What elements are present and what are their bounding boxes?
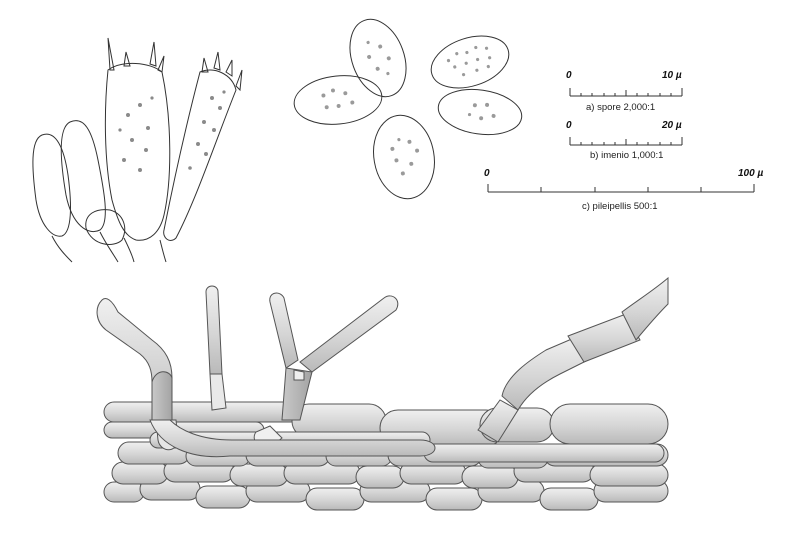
hymenium-group bbox=[32, 37, 243, 263]
sterigmata-large bbox=[107, 37, 165, 73]
basidium-slender-spots bbox=[188, 90, 226, 170]
scale-b-start: 0 bbox=[566, 120, 572, 131]
basidiole-3 bbox=[85, 209, 126, 245]
spore-5 bbox=[373, 114, 435, 200]
scale-c-caption: c) pileipellis 500:1 bbox=[582, 201, 658, 212]
erect-hypha-right bbox=[477, 276, 669, 443]
erect-hypha-middle bbox=[205, 285, 227, 411]
scale-bar-a: 0 10 µ a) spore 2,000:1 bbox=[566, 70, 683, 113]
sterigmata-slender bbox=[201, 51, 243, 92]
pileipellis-curved-hypha bbox=[149, 419, 436, 458]
scale-bar-c: 0 100 µ c) pileipellis 500:1 bbox=[484, 168, 763, 212]
scale-a-caption: a) spore 2,000:1 bbox=[586, 102, 655, 113]
pileipellis-group bbox=[96, 276, 669, 511]
basidiole-1 bbox=[32, 133, 71, 237]
scale-b-caption: b) imenio 1,000:1 bbox=[590, 150, 663, 161]
basidium-slender bbox=[163, 69, 237, 241]
scale-c-start: 0 bbox=[484, 168, 490, 179]
scale-b-end: 20 µ bbox=[661, 120, 682, 131]
spores-group bbox=[293, 18, 523, 200]
spore-4 bbox=[437, 88, 523, 136]
basidium-large bbox=[104, 63, 171, 241]
scale-a-start: 0 bbox=[566, 70, 572, 81]
scale-c-end: 100 µ bbox=[738, 168, 763, 179]
scale-bar-b: 0 20 µ b) imenio 1,000:1 bbox=[566, 120, 683, 161]
basidiole-2 bbox=[60, 120, 106, 232]
spore-2 bbox=[430, 35, 510, 89]
spore-3 bbox=[293, 75, 383, 125]
scale-a-end: 10 µ bbox=[662, 70, 682, 81]
hymenium-base-lines bbox=[51, 231, 167, 263]
spore-1 bbox=[349, 18, 407, 98]
basidium-large-spots bbox=[118, 96, 154, 172]
